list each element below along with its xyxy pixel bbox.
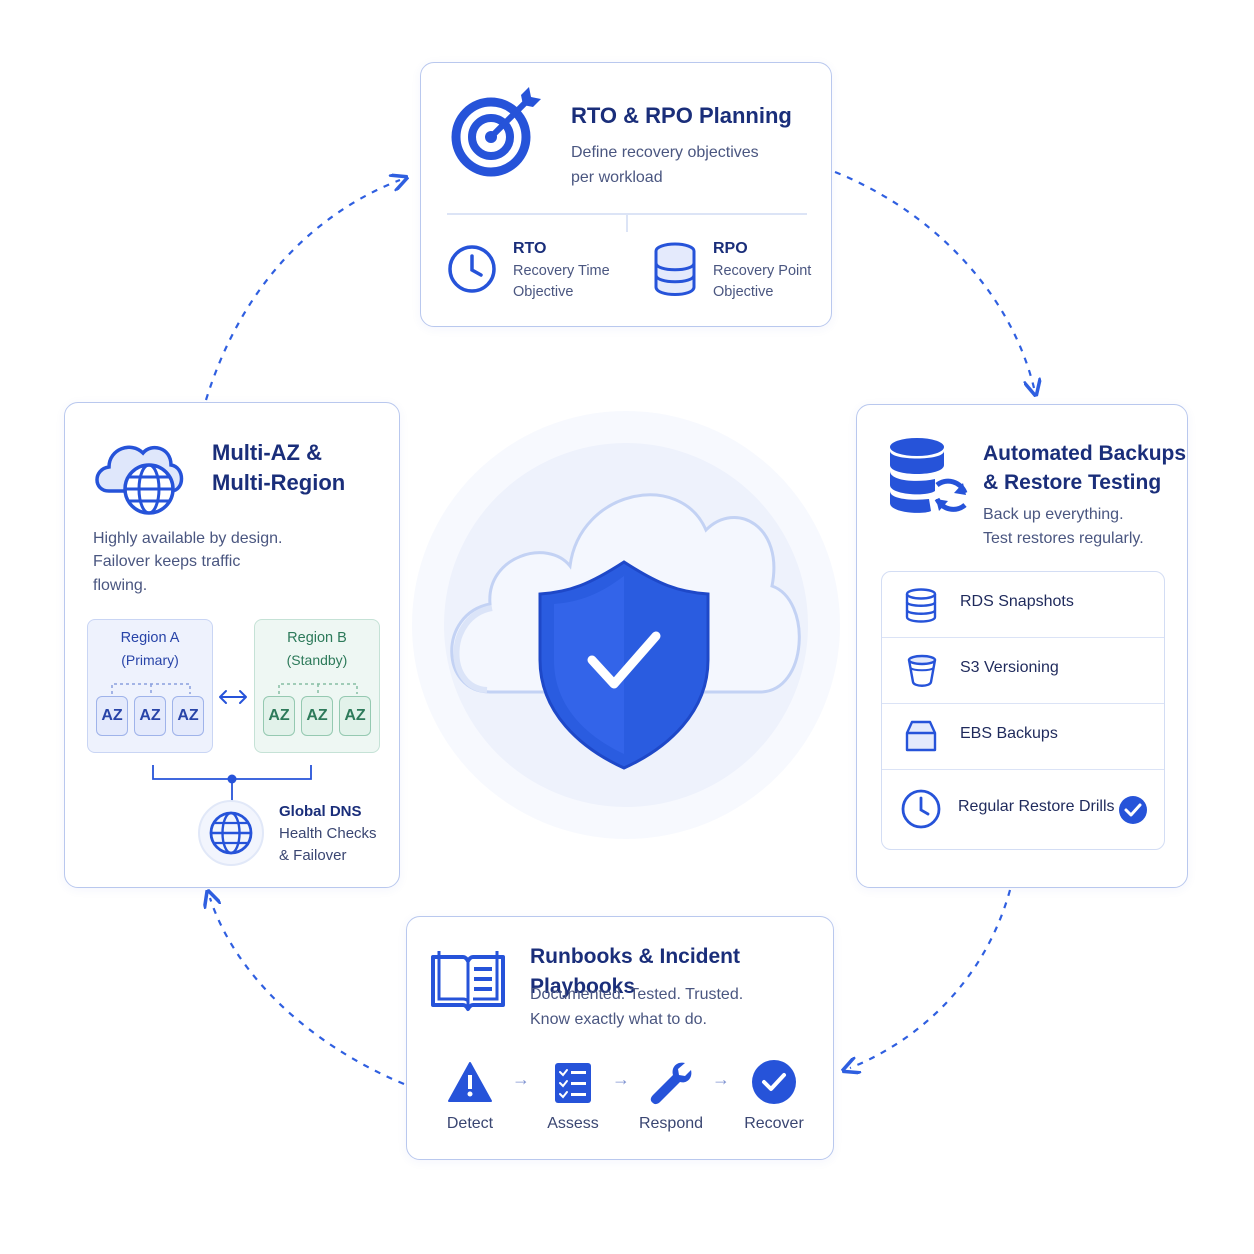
backups-card: Automated Backups & Restore Testing Back… (856, 404, 1188, 888)
wrench-icon (650, 1062, 692, 1105)
runbooks-title: Runbooks & Incident Playbooks (530, 945, 740, 998)
volume-icon (905, 720, 937, 752)
az-zone: AZ (96, 696, 128, 736)
list-item: S3 Versioning (882, 638, 1164, 704)
az-zone: AZ (339, 696, 371, 736)
clock-icon (448, 245, 496, 293)
database-sync-icon (890, 438, 968, 513)
bidirectional-arrow-icon (219, 690, 247, 704)
backups-title-2: & Restore Testing (983, 471, 1162, 494)
multi-az-card: Multi-AZ & Multi-Region Highly available… (64, 402, 400, 888)
step-recover: Recover (744, 1115, 804, 1132)
runbooks-card: Runbooks & Incident Playbooks Documented… (406, 916, 834, 1160)
list-item-label: RDS Snapshots (960, 593, 1074, 610)
cloud-globe-icon (95, 445, 184, 515)
list-item-label: EBS Backups (960, 725, 1058, 742)
list-item-label: Regular Restore Drills (958, 798, 1115, 815)
rto-line2: Objective (513, 284, 574, 300)
multi-az-title-1: Multi-AZ & (212, 440, 322, 465)
rto-rpo-desc-1: Define recovery objectives (571, 144, 759, 161)
arrow-icon: → (612, 1069, 630, 1089)
az-zone: AZ (301, 696, 333, 736)
rto-rpo-card: RTO & RPO Planning Define recovery objec… (420, 62, 832, 327)
rpo-line2: Objective (713, 284, 774, 300)
warning-icon (448, 1062, 492, 1102)
arrow-icon: → (512, 1069, 530, 1089)
globe-icon (198, 800, 264, 866)
region-b-name: Region B (287, 630, 347, 646)
dns-title: Global DNS (279, 803, 362, 820)
backup-list: RDS Snapshots S3 Versioning EBS Backups … (881, 571, 1165, 850)
rto-line1: Recovery Time (513, 263, 610, 279)
rto-label: RTO (513, 240, 547, 257)
region-a: Region A (Primary) AZ AZ AZ (87, 619, 213, 753)
rpo-label: RPO (713, 240, 748, 257)
multi-az-desc-2: Failover keeps traffic (93, 553, 241, 570)
arrow-top-to-right (834, 170, 1034, 388)
runbooks-desc-1: Documented. Tested. Trusted. (530, 986, 744, 1003)
dns-line1: Health Checks (279, 825, 377, 842)
list-item: Regular Restore Drills (882, 770, 1164, 849)
region-b-role: (Standby) (286, 652, 348, 668)
list-item: EBS Backups (882, 704, 1164, 770)
shield-check-cloud-icon (412, 411, 840, 839)
step-detect: Detect (446, 1115, 494, 1132)
region-b: Region B (Standby) AZ AZ AZ (254, 619, 380, 753)
step-assess: Assess (547, 1115, 599, 1132)
database-icon (654, 242, 696, 296)
backups-desc-2: Test restores regularly. (983, 530, 1144, 547)
list-item: RDS Snapshots (882, 572, 1164, 638)
clock-icon (901, 789, 941, 829)
region-a-role: (Primary) (121, 652, 179, 668)
multi-az-title-2: Multi-Region (212, 470, 346, 495)
arrow-right-to-bottom (850, 889, 1012, 1068)
az-links (111, 683, 191, 694)
runbooks-desc-2: Know exactly what to do. (530, 1011, 707, 1028)
divider-vertical (626, 214, 628, 232)
list-item-label: S3 Versioning (960, 659, 1059, 676)
backups-title-1: Automated Backups (983, 442, 1187, 465)
arrow-bottom-to-left (210, 898, 405, 1086)
book-icon (431, 951, 505, 1011)
rto-rpo-title: RTO & RPO Planning (571, 103, 792, 128)
rto-rpo-desc-2: per workload (571, 169, 663, 186)
target-icon (451, 87, 541, 177)
checklist-icon (555, 1063, 591, 1103)
multi-az-desc-1: Highly available by design. (93, 530, 283, 547)
bucket-icon (907, 654, 937, 687)
az-zone: AZ (263, 696, 295, 736)
rpo-line1: Recovery Point (713, 263, 812, 279)
az-zone: AZ (172, 696, 204, 736)
divider (447, 213, 807, 215)
arrow-left-to-top (204, 180, 400, 401)
az-links (278, 683, 358, 694)
check-circle-icon (1119, 796, 1147, 824)
dns-connector (152, 765, 312, 801)
az-zone: AZ (134, 696, 166, 736)
multi-az-desc-3: flowing. (93, 577, 148, 594)
check-circle-icon (752, 1060, 796, 1104)
backups-desc-1: Back up everything. (983, 506, 1124, 523)
arrow-icon: → (712, 1069, 730, 1089)
step-respond: Respond (638, 1115, 704, 1132)
database-icon (905, 588, 937, 623)
region-a-name: Region A (120, 630, 180, 646)
dns-line2: & Failover (279, 847, 347, 864)
